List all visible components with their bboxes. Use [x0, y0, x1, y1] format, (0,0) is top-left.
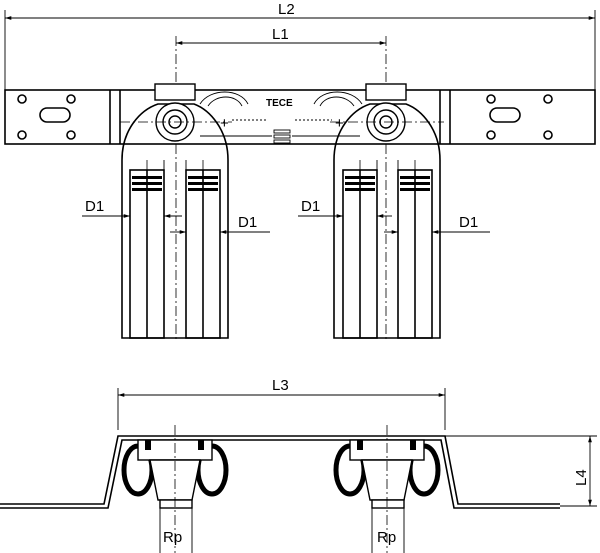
dimension-label-d1: D1	[238, 214, 257, 231]
dimension-l3: L3	[117, 377, 446, 430]
dimension-label-l3: L3	[272, 377, 289, 394]
dimension-label-d1: D1	[85, 198, 104, 215]
dimension-label-l1: L1	[272, 26, 289, 43]
dimension-d1-right-b: D1	[384, 214, 490, 234]
dimension-d1-right-a: D1	[298, 198, 392, 218]
dimension-label-d1: D1	[301, 198, 320, 215]
dimension-l4: L4	[445, 435, 597, 507]
left-fitting-side: Rp	[121, 425, 229, 553]
dimension-label-l2: L2	[278, 1, 295, 18]
rail-side-profile	[0, 435, 560, 509]
dimension-label-d1: D1	[459, 214, 478, 231]
plus-symbol-left: +	[220, 115, 229, 132]
left-fitting-top	[120, 83, 232, 340]
mounting-rail	[4, 89, 596, 145]
dimension-d1-left-a: D1	[82, 198, 182, 218]
right-fitting-top	[330, 83, 444, 340]
dimension-label-rp: Rp	[377, 529, 396, 546]
right-fitting-side: Rp	[333, 425, 441, 553]
dimension-label-rp: Rp	[163, 529, 182, 546]
brand-plate: TECE + +	[199, 91, 363, 144]
brand-logo-text: TECE	[266, 98, 293, 109]
plus-symbol-right: +	[335, 115, 344, 132]
dimension-label-l4: L4	[573, 469, 590, 486]
dimension-d1-left-b: D1	[170, 214, 270, 234]
dimension-l2: L2	[4, 1, 596, 90]
